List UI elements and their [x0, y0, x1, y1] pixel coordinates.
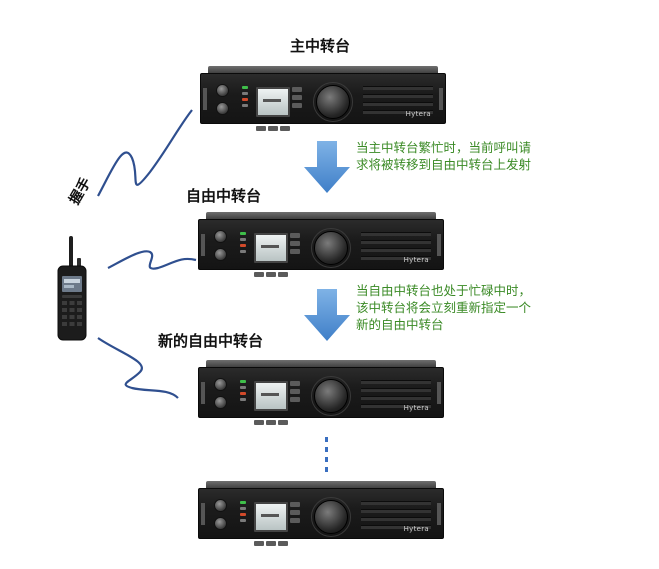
- soft-keys: [254, 262, 300, 277]
- status-leds: [240, 380, 249, 410]
- free-repeater-title: 自由中转台: [186, 187, 262, 205]
- status-leds: [242, 86, 251, 116]
- free-repeater-unit: Hytera: [198, 212, 444, 277]
- volume-knob-icon: [214, 378, 227, 391]
- vent-grille: [363, 86, 433, 118]
- busy-note-line2: 求将被转移到自由中转台上发射: [356, 157, 532, 172]
- handshake-wave: [97, 109, 193, 197]
- repeater-chassis-top: [206, 481, 436, 489]
- free-repeater-link-wave: [107, 250, 197, 270]
- repeater-chassis-top: [206, 360, 436, 368]
- brand-logo: Hytera: [403, 256, 429, 264]
- more-repeaters-ellipsis-icon: [325, 437, 328, 472]
- down-arrow-icon: [304, 289, 350, 341]
- brand-logo: Hytera: [403, 404, 429, 412]
- repeater-front-panel: Hytera: [198, 488, 444, 546]
- soft-keys: [256, 116, 302, 131]
- volume-knob-icon: [214, 230, 227, 243]
- soft-keys: [254, 531, 300, 546]
- main-repeater-unit: Hytera: [200, 66, 446, 131]
- busy-note: 当主中转台繁忙时，当前呼叫请 求将被转移到自由中转台上发射: [356, 139, 531, 173]
- free-busy-note-line2: 该中转台将会立刻重新指定一个: [356, 300, 532, 315]
- brand-logo: Hytera: [405, 110, 431, 118]
- power-button-icon: [214, 517, 227, 530]
- new-repeater-link-wave: [97, 337, 179, 399]
- side-keys: [290, 381, 300, 405]
- power-button-icon: [214, 248, 227, 261]
- vent-grille: [361, 380, 431, 412]
- new-free-repeater-unit: Hytera: [198, 360, 444, 425]
- repeater-front-panel: Hytera: [198, 367, 444, 425]
- main-repeater-title: 主中转台: [290, 37, 351, 55]
- side-keys: [290, 502, 300, 526]
- additional-repeater-unit: Hytera: [198, 481, 444, 546]
- channel-knob-icon: [316, 85, 350, 119]
- handheld-radio-icon: [57, 236, 87, 341]
- volume-knob-icon: [216, 84, 229, 97]
- vent-grille: [361, 501, 431, 533]
- free-busy-note-line1: 当自由中转台也处于忙碌中时，: [356, 283, 532, 298]
- busy-note-line1: 当主中转台繁忙时，当前呼叫请: [356, 140, 532, 155]
- repeater-front-panel: Hytera: [200, 73, 446, 131]
- vent-grille: [361, 232, 431, 264]
- side-keys: [292, 87, 302, 111]
- repeater-chassis-top: [208, 66, 438, 74]
- free-busy-note: 当自由中转台也处于忙碌中时， 该中转台将会立刻重新指定一个 新的自由中转台: [356, 282, 531, 333]
- soft-keys: [254, 410, 300, 425]
- lcd-screen-icon: [254, 502, 288, 532]
- repeater-front-panel: Hytera: [198, 219, 444, 277]
- down-arrow-icon: [304, 141, 350, 193]
- status-leds: [240, 501, 249, 531]
- power-button-icon: [216, 102, 229, 115]
- volume-knob-icon: [214, 499, 227, 512]
- lcd-screen-icon: [254, 381, 288, 411]
- side-keys: [290, 233, 300, 257]
- channel-knob-icon: [314, 500, 348, 534]
- power-button-icon: [214, 396, 227, 409]
- status-leds: [240, 232, 249, 262]
- lcd-screen-icon: [254, 233, 288, 263]
- channel-knob-icon: [314, 379, 348, 413]
- brand-logo: Hytera: [403, 525, 429, 533]
- channel-knob-icon: [314, 231, 348, 265]
- free-busy-note-line3: 新的自由中转台: [356, 317, 444, 332]
- lcd-screen-icon: [256, 87, 290, 117]
- repeater-chassis-top: [206, 212, 436, 220]
- new-free-repeater-title: 新的自由中转台: [158, 332, 264, 350]
